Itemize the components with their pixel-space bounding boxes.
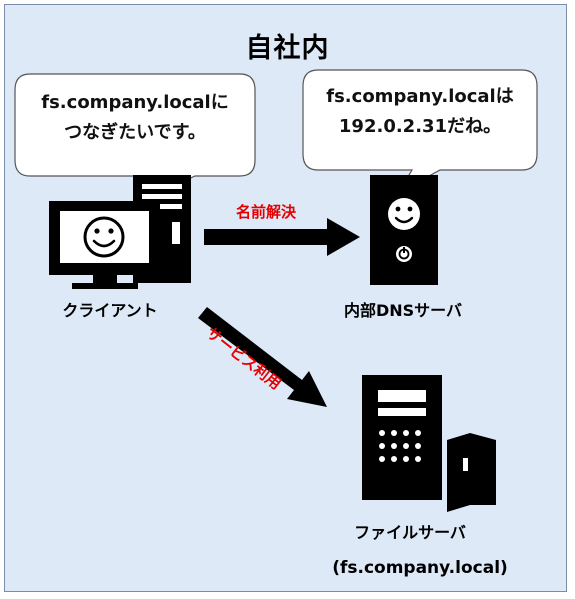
file-server-hostname: (fs.company.local) [332,558,508,578]
client-speech-text: fs.company.localに つなぎたいです。 [15,88,255,148]
dns-speech-line-2: 192.0.2.31だね。 [338,116,502,137]
file-server-icon [362,375,496,512]
dns-server-icon [370,175,438,285]
service-use-arrow [198,307,327,407]
page-title: 自社内 [245,33,330,64]
client-label: クライアント [62,301,158,320]
client-speech-line-1: fs.company.localに [41,92,229,113]
file-server-label: ファイルサーバ [354,523,466,542]
client-pc-icon [49,175,191,289]
name-resolution-arrow [204,218,360,256]
client-speech-line-2: つなぎたいです。 [64,122,206,143]
dns-speech-line-1: fs.company.localは [326,86,514,107]
dns-speech-text: fs.company.localは 192.0.2.31だね。 [303,82,537,142]
name-resolution-label: 名前解決 [236,203,297,221]
dns-server-label: 内部DNSサーバ [343,301,463,320]
